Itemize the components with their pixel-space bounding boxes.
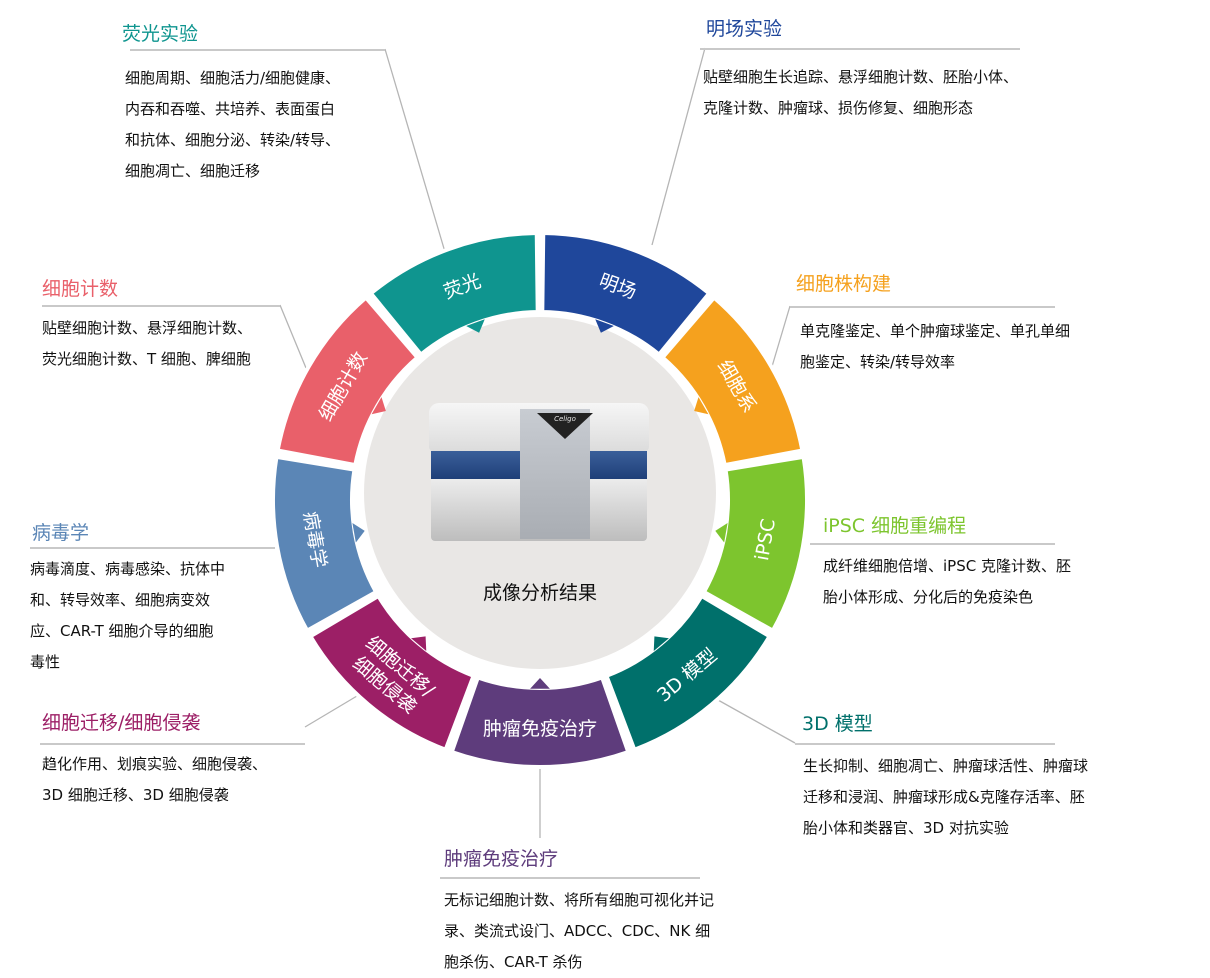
callout-title: iPSC 细胞重编程 <box>823 515 967 537</box>
callout-underline <box>700 48 1020 50</box>
callout-body: 成纤维细胞倍增、iPSC 克隆计数、胚胎小体形成、分化后的免疫染色 <box>823 551 1071 613</box>
callout-underline <box>40 743 305 745</box>
callout-underline <box>795 743 1055 745</box>
callout-line: 生长抑制、细胞凋亡、肿瘤球活性、肿瘤球 <box>803 757 1089 775</box>
callout-line: 胎小体和类器官、3D 对抗实验 <box>803 819 1009 837</box>
callout-title: 细胞计数 <box>42 278 119 300</box>
segment-shape <box>701 454 809 634</box>
arrow-notch <box>595 319 614 333</box>
segment-shape <box>368 230 540 358</box>
callout-line: 和抗体、细胞分泌、转染/转导、 <box>125 131 341 149</box>
segment-shape <box>540 230 712 358</box>
segment-shape <box>603 593 773 753</box>
device-brand: Celigo <box>554 415 576 423</box>
leader-line <box>717 699 796 744</box>
leader-line <box>304 692 363 728</box>
callout-line: 毒性 <box>30 653 61 671</box>
callout-line: 胞鉴定、转染/转导效率 <box>800 353 956 371</box>
callout-line: 胞杀伤、CAR-T 杀伤 <box>444 953 583 971</box>
callout-line: 录、类流式设门、ADCC、CDC、NK 细 <box>444 922 711 940</box>
segment-8: 细胞计数 <box>275 294 421 468</box>
arrow-notch <box>411 636 427 651</box>
callout-underline <box>810 543 1055 545</box>
callout-line: 病毒滴度、病毒感染、抗体中 <box>30 560 226 578</box>
callout-title: 荧光实验 <box>122 23 199 45</box>
callout-title: 3D 模型 <box>802 713 873 735</box>
device-logo <box>537 413 593 439</box>
segment-5: 肿瘤免疫治疗 <box>449 674 631 769</box>
leader-line <box>384 48 446 253</box>
callout-line: 无标记细胞计数、将所有细胞可视化并记 <box>444 891 715 909</box>
arrow-notch <box>530 678 550 689</box>
arrow-notch <box>466 319 485 333</box>
callout-body: 无标记细胞计数、将所有细胞可视化并记录、类流式设门、ADCC、CDC、NK 细胞… <box>444 885 714 978</box>
leader-lines <box>279 47 796 838</box>
callout-title: 细胞株构建 <box>796 273 892 295</box>
leader-line <box>279 304 307 369</box>
segment-shape <box>271 454 379 634</box>
callout-line: 3D 细胞迁移、3D 细胞侵袭 <box>42 786 229 804</box>
callout-line: 胎小体形成、分化后的免疫染色 <box>823 588 1034 606</box>
callout-title: 明场实验 <box>706 18 783 40</box>
callout-title: 细胞迁移/细胞侵袭 <box>42 712 201 734</box>
callout-body: 单克隆鉴定、单个肿瘤球鉴定、单孔单细胞鉴定、转染/转导效率 <box>800 316 1070 378</box>
callout-underline <box>30 547 275 549</box>
callout-title: 肿瘤免疫治疗 <box>444 848 559 870</box>
segment-3: iPSC <box>701 454 809 634</box>
segment-shape <box>307 593 477 753</box>
callout-line: 和、转导效率、细胞病变效 <box>30 591 211 609</box>
callout-body: 贴壁细胞计数、悬浮细胞计数、荧光细胞计数、T 细胞、脾细胞 <box>42 313 252 375</box>
callout-underline <box>790 306 1055 308</box>
callout-body: 细胞周期、细胞活力/细胞健康、内吞和吞噬、共培养、表面蛋白和抗体、细胞分泌、转染… <box>125 63 340 187</box>
callout-underline <box>130 49 385 51</box>
callout-line: 成纤维细胞倍增、iPSC 克隆计数、胚 <box>823 557 1071 575</box>
imaging-device-illustration: Celigo <box>425 395 655 555</box>
callout-line: 细胞凋亡、细胞迁移 <box>125 162 261 180</box>
arrow-notch <box>715 523 728 543</box>
segment-shape <box>275 294 421 468</box>
arrow-notch <box>694 397 709 415</box>
callout-line: 贴壁细胞生长追踪、悬浮细胞计数、胚胎小体、 <box>703 68 1019 86</box>
callout-line: 内吞和吞噬、共培养、表面蛋白 <box>125 100 336 118</box>
callout-line: 贴壁细胞计数、悬浮细胞计数、 <box>42 319 253 337</box>
callout-line: 迁移和浸润、肿瘤球形成&克隆存活率、胚 <box>803 788 1085 806</box>
arrow-notch <box>371 397 386 415</box>
segment-2: 细胞系 <box>659 294 805 468</box>
callout-line: 趋化作用、划痕实验、细胞侵袭、 <box>42 755 268 773</box>
segment-label: 肿瘤免疫治疗 <box>483 718 597 740</box>
segment-9: 荧光 <box>368 230 540 358</box>
arrow-notch <box>352 523 365 543</box>
callout-line: 克隆计数、肿瘤球、损伤修复、细胞形态 <box>703 99 974 117</box>
segment-shape <box>659 294 805 468</box>
callout-underline <box>440 877 700 879</box>
segment-1: 明场 <box>540 230 712 358</box>
callout-body: 贴壁细胞生长追踪、悬浮细胞计数、胚胎小体、克隆计数、肿瘤球、损伤修复、细胞形态 <box>703 62 1018 124</box>
segment-7: 病毒学 <box>271 454 379 634</box>
leader-line <box>651 47 706 246</box>
callout-body: 病毒滴度、病毒感染、抗体中和、转导效率、细胞病变效应、CAR-T 细胞介导的细胞… <box>30 554 225 678</box>
callout-line: 细胞周期、细胞活力/细胞健康、 <box>125 69 341 87</box>
callout-underline <box>42 305 280 307</box>
center-label: 成像分析结果 <box>482 582 597 604</box>
callout-body: 趋化作用、划痕实验、细胞侵袭、 3D 细胞迁移、3D 细胞侵袭 <box>42 749 267 811</box>
arrow-notch <box>653 636 669 651</box>
segment-shape <box>449 674 631 769</box>
segment-4: 3D 模型 <box>603 593 773 753</box>
callout-line: 荧光细胞计数、T 细胞、脾细胞 <box>42 350 251 368</box>
callout-title: 病毒学 <box>32 522 90 544</box>
callout-body: 生长抑制、细胞凋亡、肿瘤球活性、肿瘤球迁移和浸润、肿瘤球形成&克隆存活率、胚胎小… <box>803 751 1088 844</box>
callout-line: 应、CAR-T 细胞介导的细胞 <box>30 622 214 640</box>
callout-line: 单克隆鉴定、单个肿瘤球鉴定、单孔单细 <box>800 322 1071 340</box>
